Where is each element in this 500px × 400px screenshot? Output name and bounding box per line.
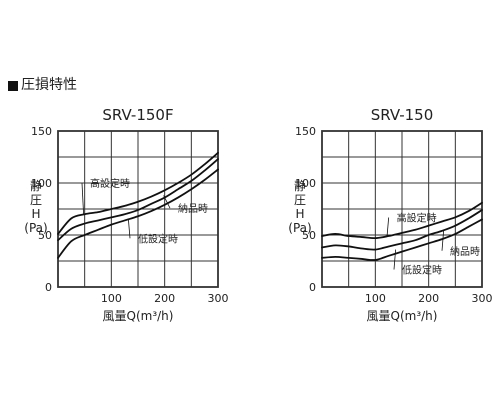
y-tick-label: 0 bbox=[309, 281, 316, 294]
y-tick-label: 100 bbox=[295, 177, 316, 190]
annotation-leader-3 bbox=[393, 249, 396, 270]
x-tick-label: 200 bbox=[154, 292, 175, 305]
series-line-2 bbox=[57, 158, 219, 242]
annotation-label-2: 納品時 bbox=[450, 245, 480, 258]
series-line-3 bbox=[321, 218, 483, 261]
x-axis-label: 風量Q(m³/h) bbox=[367, 309, 438, 323]
y-tick-label: 50 bbox=[38, 229, 52, 242]
x-axis-label: 風量Q(m³/h) bbox=[103, 309, 174, 323]
y-axis-label-line: 静 bbox=[294, 179, 306, 193]
annotation-leader-2 bbox=[441, 230, 444, 251]
x-tick-label: 300 bbox=[472, 292, 493, 305]
y-tick-label: 50 bbox=[302, 229, 316, 242]
y-tick-label: 150 bbox=[295, 125, 316, 138]
annotation-leader-2 bbox=[163, 195, 171, 209]
annotation-label-1: 高設定時 bbox=[90, 177, 130, 190]
series-line-1 bbox=[321, 201, 483, 240]
series-line-1 bbox=[57, 151, 219, 235]
x-tick-label: 100 bbox=[365, 292, 386, 305]
x-tick-label: 300 bbox=[208, 292, 229, 305]
annotation-label-3: 低設定時 bbox=[402, 263, 442, 276]
y-axis-label-line: (Pa) bbox=[288, 221, 311, 235]
y-tick-label: 0 bbox=[45, 281, 52, 294]
chart-srv-150f: SRV-150F 0 50 100 150 100 200 300 静圧H(Pa) 風量Q(m³/… bbox=[24, 106, 228, 323]
chart-title: SRV-150 bbox=[371, 106, 434, 124]
y-axis-label-line: 圧 bbox=[30, 193, 42, 207]
y-tick-label: 150 bbox=[31, 125, 52, 138]
annotation-label-3: 低設定時 bbox=[138, 232, 178, 245]
series-line-2 bbox=[321, 209, 483, 251]
y-axis-label-line: H bbox=[295, 207, 304, 221]
chart-srv-150: SRV-150 0 50 100 150 100 200 300 静圧H(Pa) 風量Q(m³/h… bbox=[288, 106, 492, 323]
series-line-3 bbox=[57, 168, 219, 259]
annotation-label-2: 納品時 bbox=[178, 202, 208, 215]
y-axis-label-line: (Pa) bbox=[24, 221, 47, 235]
x-tick-label: 200 bbox=[418, 292, 439, 305]
chart-title: SRV-150F bbox=[102, 106, 173, 124]
annotation-leader-1 bbox=[386, 217, 390, 237]
y-axis-label-line: 圧 bbox=[294, 193, 306, 207]
annotation-label-1: 高設定時 bbox=[397, 211, 437, 224]
y-axis-label-line: H bbox=[31, 207, 40, 221]
section-title-text: 圧損特性 bbox=[21, 77, 77, 93]
y-tick-label: 100 bbox=[31, 177, 52, 190]
black-square-icon bbox=[8, 80, 18, 91]
y-axis-label-line: 静 bbox=[30, 179, 42, 193]
section-title: 圧損特性 bbox=[8, 76, 77, 94]
annotation-leader-3 bbox=[128, 219, 131, 239]
x-tick-label: 100 bbox=[101, 292, 122, 305]
annotation-leader-1 bbox=[81, 183, 84, 215]
